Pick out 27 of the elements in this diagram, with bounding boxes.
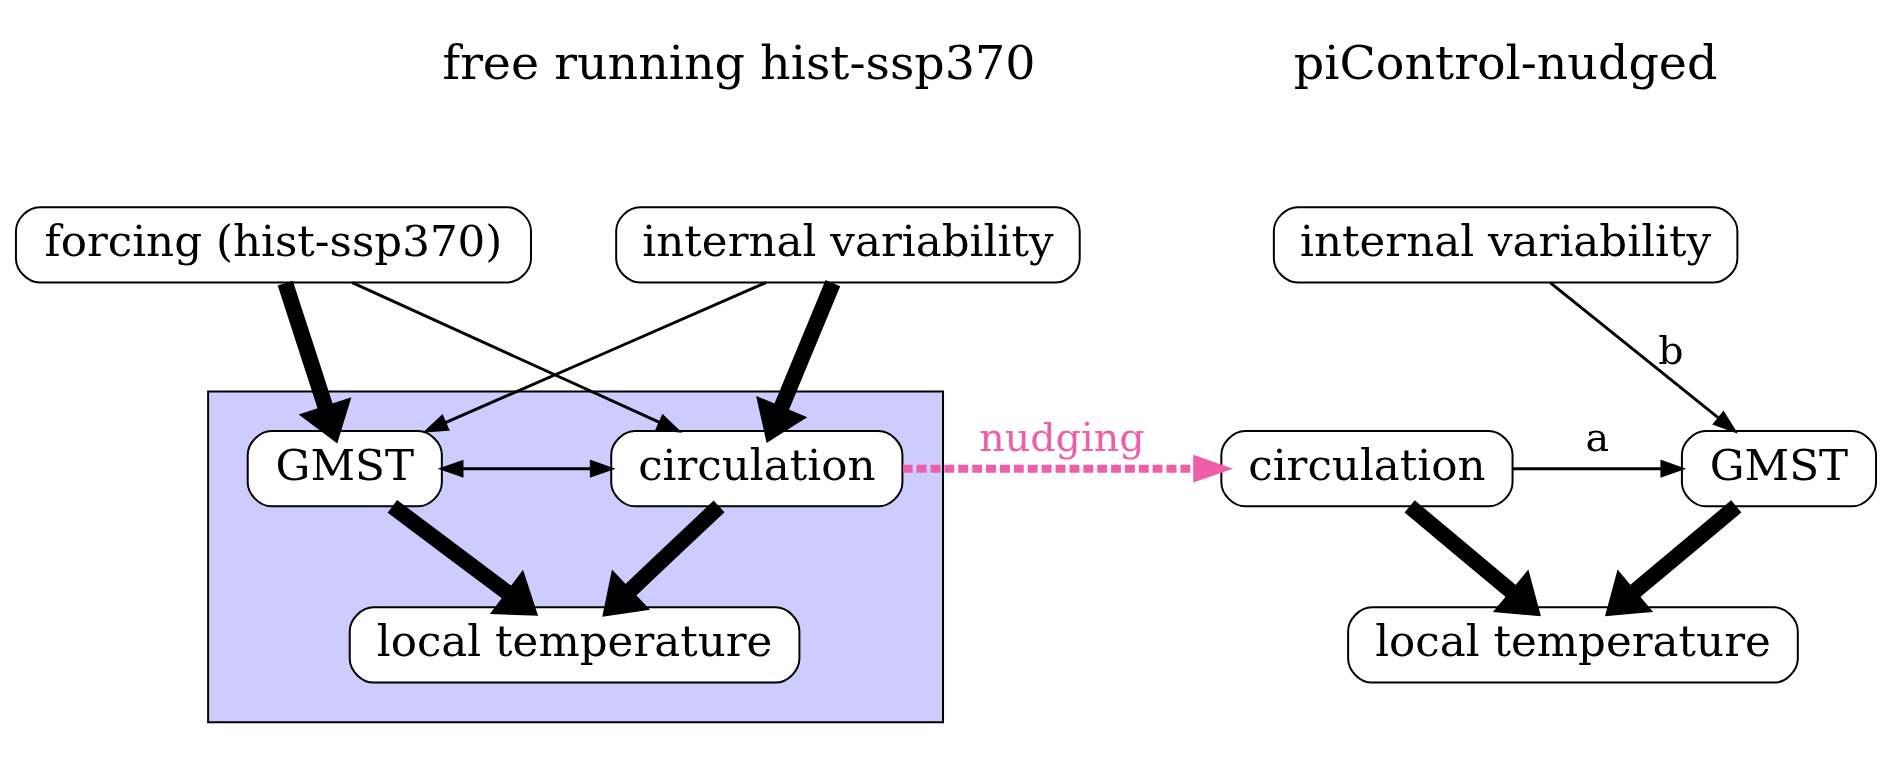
- node-box: circulation: [1220, 430, 1514, 508]
- node-box: forcing (hist-ssp370): [14, 206, 532, 284]
- arrow: [1404, 500, 1541, 617]
- arrow: [756, 280, 841, 444]
- edge-label: a: [1585, 413, 1610, 460]
- node-box: GMST: [1680, 430, 1878, 508]
- arrow: [1549, 281, 1738, 434]
- edge-label: nudging: [979, 413, 1145, 460]
- label: piControl-nudged: [1293, 34, 1718, 90]
- arrow: [1605, 500, 1742, 617]
- node-box: local temperature: [348, 606, 801, 684]
- arrow: [422, 281, 767, 433]
- node-box: local temperature: [1347, 606, 1799, 684]
- node-box: circulation: [610, 430, 904, 508]
- cluster: [207, 390, 944, 724]
- node-box: internal variability: [1272, 206, 1739, 284]
- edge-label: b: [1658, 326, 1684, 373]
- arrow: [902, 454, 1233, 483]
- arrow: [437, 459, 616, 478]
- node-box: GMST: [246, 430, 443, 508]
- label: free running hist-ssp370: [442, 34, 1036, 90]
- arrow: [277, 280, 352, 444]
- node-box: internal variability: [615, 206, 1081, 284]
- arrow: [387, 500, 539, 616]
- arrow: [1512, 459, 1687, 478]
- arrow: [351, 281, 683, 433]
- arrow: [602, 500, 725, 617]
